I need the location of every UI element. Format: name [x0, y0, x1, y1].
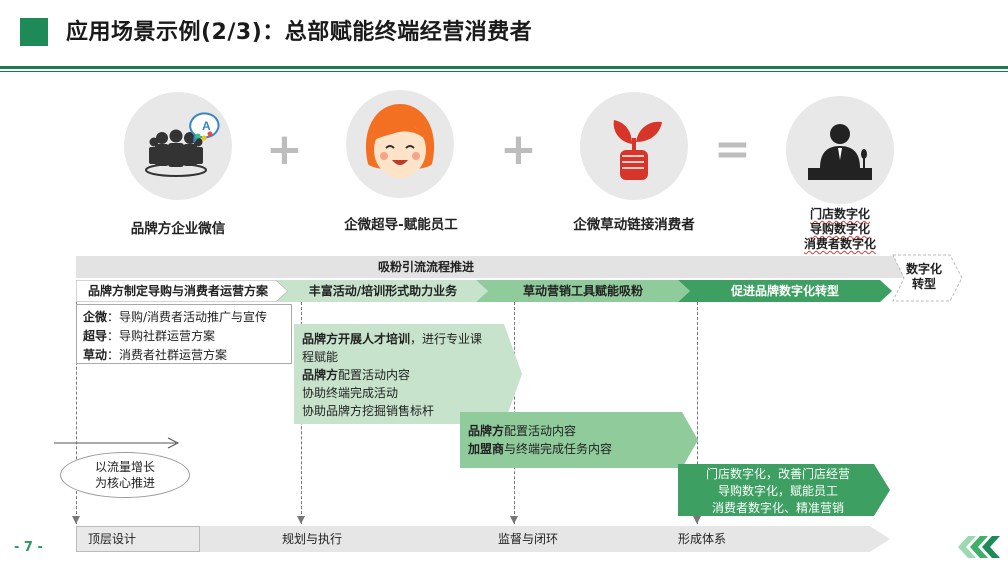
- brand-chevron-logo: [958, 536, 1000, 558]
- header-rule-thin: [0, 71, 1008, 72]
- title-accent-block: [20, 18, 48, 46]
- channel-note-box: 企微：导购/消费者活动推广与宣传 超导：导购社群运营方案 草动：消费者社群运营方…: [76, 304, 292, 364]
- circle-label-brand-wechat: 品牌方企业微信: [130, 221, 226, 237]
- digitalization-line-guide: 导购数字化: [809, 222, 870, 236]
- digital-transformation-chevron: [892, 254, 963, 302]
- timeline-dash-1: [76, 302, 77, 524]
- training-line-1: 品牌方开展人才培训，进行专业课: [302, 332, 483, 346]
- phase-label-1: 品牌方制定导购与消费者运营方案: [87, 284, 268, 298]
- training-line-3: 品牌方配置活动内容: [302, 368, 411, 382]
- training-line-5: 协助品牌方挖掘销售标杆: [302, 404, 435, 418]
- outcome-line-3: 消费者数字化、精准营销: [711, 501, 844, 515]
- wechat-work-icon: A: [145, 112, 220, 177]
- phase-label-4: 促进品牌数字化转型: [730, 284, 839, 298]
- equals-sign: =: [714, 124, 751, 175]
- speaker-podium-icon: [808, 124, 872, 180]
- sprout-fist-icon: [613, 120, 662, 180]
- digital-outcome-box: 门店数字化，改善门店经营 导购数字化，赋能员工 消费者数字化、精准营销: [680, 462, 876, 521]
- traffic-process-bar: [76, 256, 954, 278]
- task-line-1: 品牌方配置活动内容: [468, 424, 577, 438]
- header-rule: [0, 66, 1008, 69]
- ellipse-line-1: 以流量增长: [94, 460, 155, 474]
- task-box-shape: [460, 412, 698, 468]
- digitalization-line-store: 门店数字化: [809, 207, 870, 221]
- phase-chevron-3: [476, 280, 690, 302]
- training-box: 品牌方开展人才培训，进行专业课 程赋能 品牌方配置活动内容 协助终端完成活动 协…: [296, 326, 506, 424]
- page-title: 应用场景示例(2/3)：总部赋能终端经营消费者: [66, 20, 533, 45]
- phase-chevron-2: [276, 280, 488, 302]
- stage-bar: [76, 526, 890, 552]
- circle-consumer-link: [580, 92, 688, 200]
- page-number: - 7 -: [14, 540, 43, 555]
- circle-label-consumer-link: 企微草动链接消费者: [573, 217, 695, 233]
- plus-sign-1: +: [266, 124, 303, 175]
- plus-sign-2: +: [500, 124, 537, 175]
- circle-brand-wechat: A: [124, 92, 232, 200]
- task-box: 品牌方配置活动内容 加盟商与终端完成任务内容: [462, 418, 682, 462]
- svg-text:A: A: [202, 119, 211, 133]
- phase-label-3: 草动营销工具赋能吸粉: [522, 284, 643, 298]
- stage-top-design: 顶层设计: [88, 532, 137, 546]
- digitalization-line-consumer: 消费者数字化: [803, 237, 876, 251]
- growth-arrow: [54, 437, 180, 449]
- stage-monitor-close: 监督与闭环: [498, 532, 559, 546]
- timeline-dash-4: [697, 302, 698, 524]
- phase-chevron-4: [678, 280, 892, 302]
- outcome-line-1: 门店数字化，改善门店经营: [705, 467, 850, 481]
- note-line-caodong: 草动：消费者社群运营方案: [83, 348, 228, 362]
- outcome-line-2: 导购数字化，赋能员工: [717, 484, 838, 498]
- digital-transformation-line2: 转型: [911, 277, 936, 291]
- circle-digitalization: [786, 96, 894, 204]
- phase-label-2: 丰富活动/培训形式助力业务: [308, 284, 458, 298]
- training-line-2: 程赋能: [302, 350, 339, 364]
- circle-label-staff-enable: 企微超导-赋能员工: [344, 217, 458, 233]
- timeline-arrowheads: [72, 516, 701, 524]
- smiling-girl-icon: [365, 104, 435, 178]
- circle-staff-enable: [346, 90, 454, 198]
- circle-label-digitalization: 门店数字化 导购数字化 消费者数字化: [790, 207, 890, 252]
- phase-chevrons: [76, 280, 892, 302]
- task-line-2: 加盟商与终端完成任务内容: [468, 442, 613, 456]
- training-box-shape: [294, 324, 522, 424]
- stage-plan-execute: 规划与执行: [282, 532, 343, 546]
- traffic-process-label: 吸粉引流流程推进: [377, 260, 474, 274]
- digital-outcome-box-shape: [678, 464, 890, 516]
- digital-transformation-label: 数字化 转型: [902, 262, 946, 292]
- stage-form-system: 形成体系: [678, 532, 727, 546]
- note-line-chaodao: 超导：导购社群运营方案: [83, 329, 216, 343]
- ellipse-line-2: 为核心推进: [94, 476, 155, 490]
- training-line-4: 协助终端完成活动: [302, 386, 399, 400]
- note-line-wecom: 企微：导购/消费者活动推广与宣传: [83, 310, 268, 324]
- digital-transformation-line1: 数字化: [905, 262, 942, 276]
- growth-focus-ellipse: 以流量增长 为核心推进: [60, 452, 190, 498]
- stage-first-cell: [76, 526, 200, 552]
